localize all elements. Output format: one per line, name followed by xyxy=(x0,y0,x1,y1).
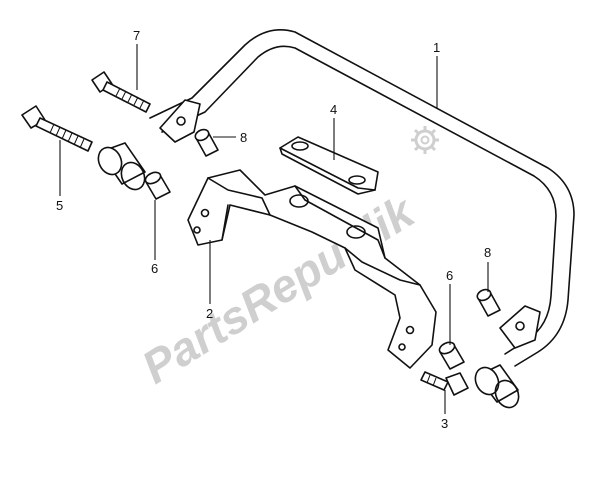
bolt-part-3 xyxy=(420,371,469,396)
callout-1: 1 xyxy=(433,40,440,55)
callout-8-left: 8 xyxy=(240,130,247,145)
bracket-part-2 xyxy=(187,169,437,369)
grab-bar-part-1 xyxy=(97,29,575,409)
gear-icon xyxy=(411,126,439,154)
spacer-part-6-right xyxy=(438,341,465,370)
callout-6-left: 6 xyxy=(151,261,158,276)
spacer-part-6-left xyxy=(144,171,171,200)
callout-6-right: 6 xyxy=(446,268,453,283)
bar-end-collar-right xyxy=(474,364,520,409)
callout-8-right: 8 xyxy=(484,245,491,260)
leader-lines xyxy=(59,44,489,414)
callout-3: 3 xyxy=(441,416,448,431)
callout-5: 5 xyxy=(56,198,63,213)
collar-part-8-left xyxy=(194,128,219,157)
callout-4: 4 xyxy=(330,102,337,117)
bar-end-collar-left xyxy=(97,142,146,191)
plate-part-4 xyxy=(279,136,379,195)
callout-2: 2 xyxy=(206,306,213,321)
callout-7: 7 xyxy=(133,28,140,43)
bolt-part-5 xyxy=(21,105,93,152)
collar-part-8-right xyxy=(476,288,501,317)
bolt-part-7 xyxy=(91,71,151,113)
